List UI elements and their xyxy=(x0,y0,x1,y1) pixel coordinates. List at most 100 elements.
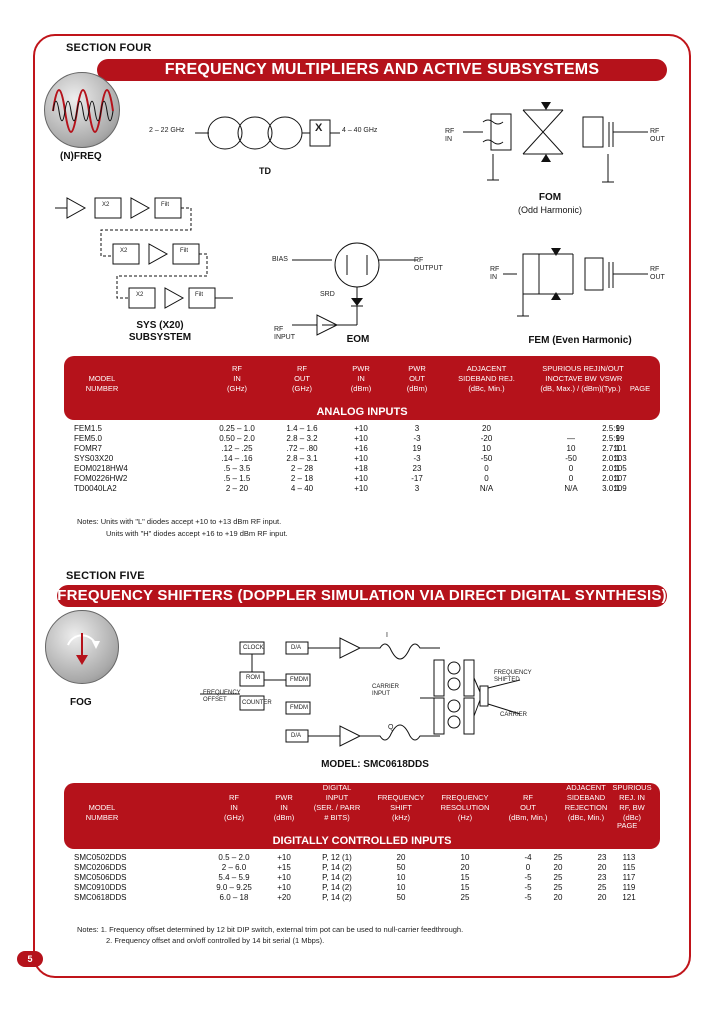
td-output-label: 4 – 40 GHz xyxy=(342,127,378,134)
fom-sub-label: (Odd Harmonic) xyxy=(517,205,582,215)
table-cell: FOMR7 xyxy=(74,444,102,453)
table-cell: P, 14 (2) xyxy=(322,883,352,892)
table-cell: +10 xyxy=(354,474,368,483)
waveform-icon xyxy=(52,89,114,133)
col-vswr: IN/OUT VSWR (Typ.) xyxy=(598,364,624,393)
fem-rf-out: RF OUT xyxy=(650,266,665,281)
table-cell: 121 xyxy=(622,893,636,902)
table-cell: 103 xyxy=(613,454,627,463)
eom-bias: BIAS xyxy=(272,256,288,263)
table-cell: +10 xyxy=(354,484,368,493)
table-cell: 107 xyxy=(613,474,627,483)
section4-label: SECTION FOUR xyxy=(66,42,152,54)
table-cell: 20 xyxy=(553,863,563,872)
table-cell: TD0040LA2 xyxy=(74,484,117,493)
table-cell: +16 xyxy=(354,444,368,453)
table-cell: 3 xyxy=(414,484,420,493)
col-page: PAGE xyxy=(629,384,651,393)
table-cell: 2 – 18 xyxy=(290,474,314,483)
table-cell: FEM5.0 xyxy=(74,434,103,443)
table-cell: 0.25 – 1.0 xyxy=(219,424,255,433)
table-cell: 117 xyxy=(622,873,636,882)
table-cell: 23 xyxy=(597,873,607,882)
table-cell: 25 xyxy=(553,873,563,882)
table-cell: 2 – 28 xyxy=(290,464,314,473)
table-cell: 2.8 – 3.1 xyxy=(286,454,318,463)
table-cell: P, 14 (2) xyxy=(322,893,352,902)
sys-x2-3: X2 xyxy=(136,292,144,298)
table-cell: -5 xyxy=(524,883,532,892)
sys-label: SYS (X20) SUBSYSTEM xyxy=(128,320,192,343)
col-rf-out: RF OUT (GHz) xyxy=(292,364,312,393)
td-x-symbol: X xyxy=(315,122,323,134)
table-cell: SMC0910DDS xyxy=(74,883,127,892)
table-cell: 119 xyxy=(622,883,636,892)
table-cell: 10 xyxy=(460,853,470,862)
table-cell: +15 xyxy=(277,863,291,872)
table-cell: 0 xyxy=(525,863,531,872)
table-cell: -5 xyxy=(524,873,532,882)
table-cell: 101 xyxy=(613,444,627,453)
table-cell: +18 xyxy=(354,464,368,473)
dds-freq-offset: FREQUENCY OFFSET xyxy=(203,690,241,703)
table-cell: 20 xyxy=(482,424,491,433)
eom-diagram xyxy=(292,242,417,336)
col-model: MODEL NUMBER xyxy=(85,374,119,393)
table-cell: 0 xyxy=(484,464,489,473)
table-cell: 25 xyxy=(553,853,563,862)
page-frame xyxy=(33,34,691,978)
table-cell: 6.0 – 18 xyxy=(219,893,249,902)
table-cell: FOM0226HW2 xyxy=(74,474,128,483)
table-cell: P, 14 (2) xyxy=(322,863,352,872)
col-spurious: SPURIOUS REJ. INOCTAVE BW (dB, Max.) / (… xyxy=(540,364,602,393)
table-cell: 50 xyxy=(396,863,406,872)
table-cell: -17 xyxy=(411,474,423,483)
table-cell: -50 xyxy=(480,454,493,463)
sys-x2-1: X2 xyxy=(102,202,110,208)
table-cell: — xyxy=(567,434,575,443)
section4-note-1: Notes: Units with "L" diodes accept +10 … xyxy=(77,517,282,526)
dds-fmdm-1: FMDM xyxy=(290,677,308,683)
col5-model: MODEL NUMBER xyxy=(85,803,119,822)
section5-band: DIGITALLY CONTROLLED INPUTS xyxy=(64,833,660,849)
table-cell: FEM1.5 xyxy=(74,424,103,433)
table-cell: 10 xyxy=(396,873,406,882)
section5-title: FREQUENCY SHIFTERS (DOPPLER SIMULATION V… xyxy=(57,585,667,607)
table-cell: .5 – 1.5 xyxy=(223,474,251,483)
dds-counter: COUNTER xyxy=(242,700,272,706)
col5-freq-res: FREQUENCY RESOLUTION (Hz) xyxy=(440,793,490,822)
col5-pwr-in: PWR IN (dBm) xyxy=(273,793,295,822)
col-adj-sideband: ADJACENT SIDEBAND REJ. (dBc, Min.) xyxy=(458,364,515,393)
col5-page-visible: PAGE xyxy=(617,821,638,830)
table-cell: 23 xyxy=(597,853,607,862)
table-cell: .5 – 3.5 xyxy=(223,464,251,473)
table-cell: .14 – .16 xyxy=(221,454,253,463)
table-cell: 2.7:1 xyxy=(602,444,620,453)
table-cell: 50 xyxy=(396,893,406,902)
table-cell: +10 xyxy=(354,454,368,463)
table-cell: .12 – .25 xyxy=(221,444,253,453)
table-cell: .72 – .80 xyxy=(286,444,318,453)
table-cell: P, 12 (1) xyxy=(322,853,352,862)
table-cell: -4 xyxy=(524,853,532,862)
table-cell: +10 xyxy=(277,883,291,892)
dds-fmdm-2: FMDM xyxy=(290,705,308,711)
table-cell: 10 xyxy=(482,444,491,453)
table-cell: 2.0:1 xyxy=(602,464,620,473)
table-cell: 20 xyxy=(597,893,607,902)
section5-label: SECTION FIVE xyxy=(66,570,145,582)
table-cell: +10 xyxy=(354,424,368,433)
table-cell: 0.5 – 2.0 xyxy=(218,853,250,862)
table-cell: 1.4 – 1.6 xyxy=(286,424,318,433)
table-cell: 2.0:1 xyxy=(602,454,620,463)
table-cell: 99 xyxy=(615,434,625,443)
table-cell: -3 xyxy=(413,434,421,443)
